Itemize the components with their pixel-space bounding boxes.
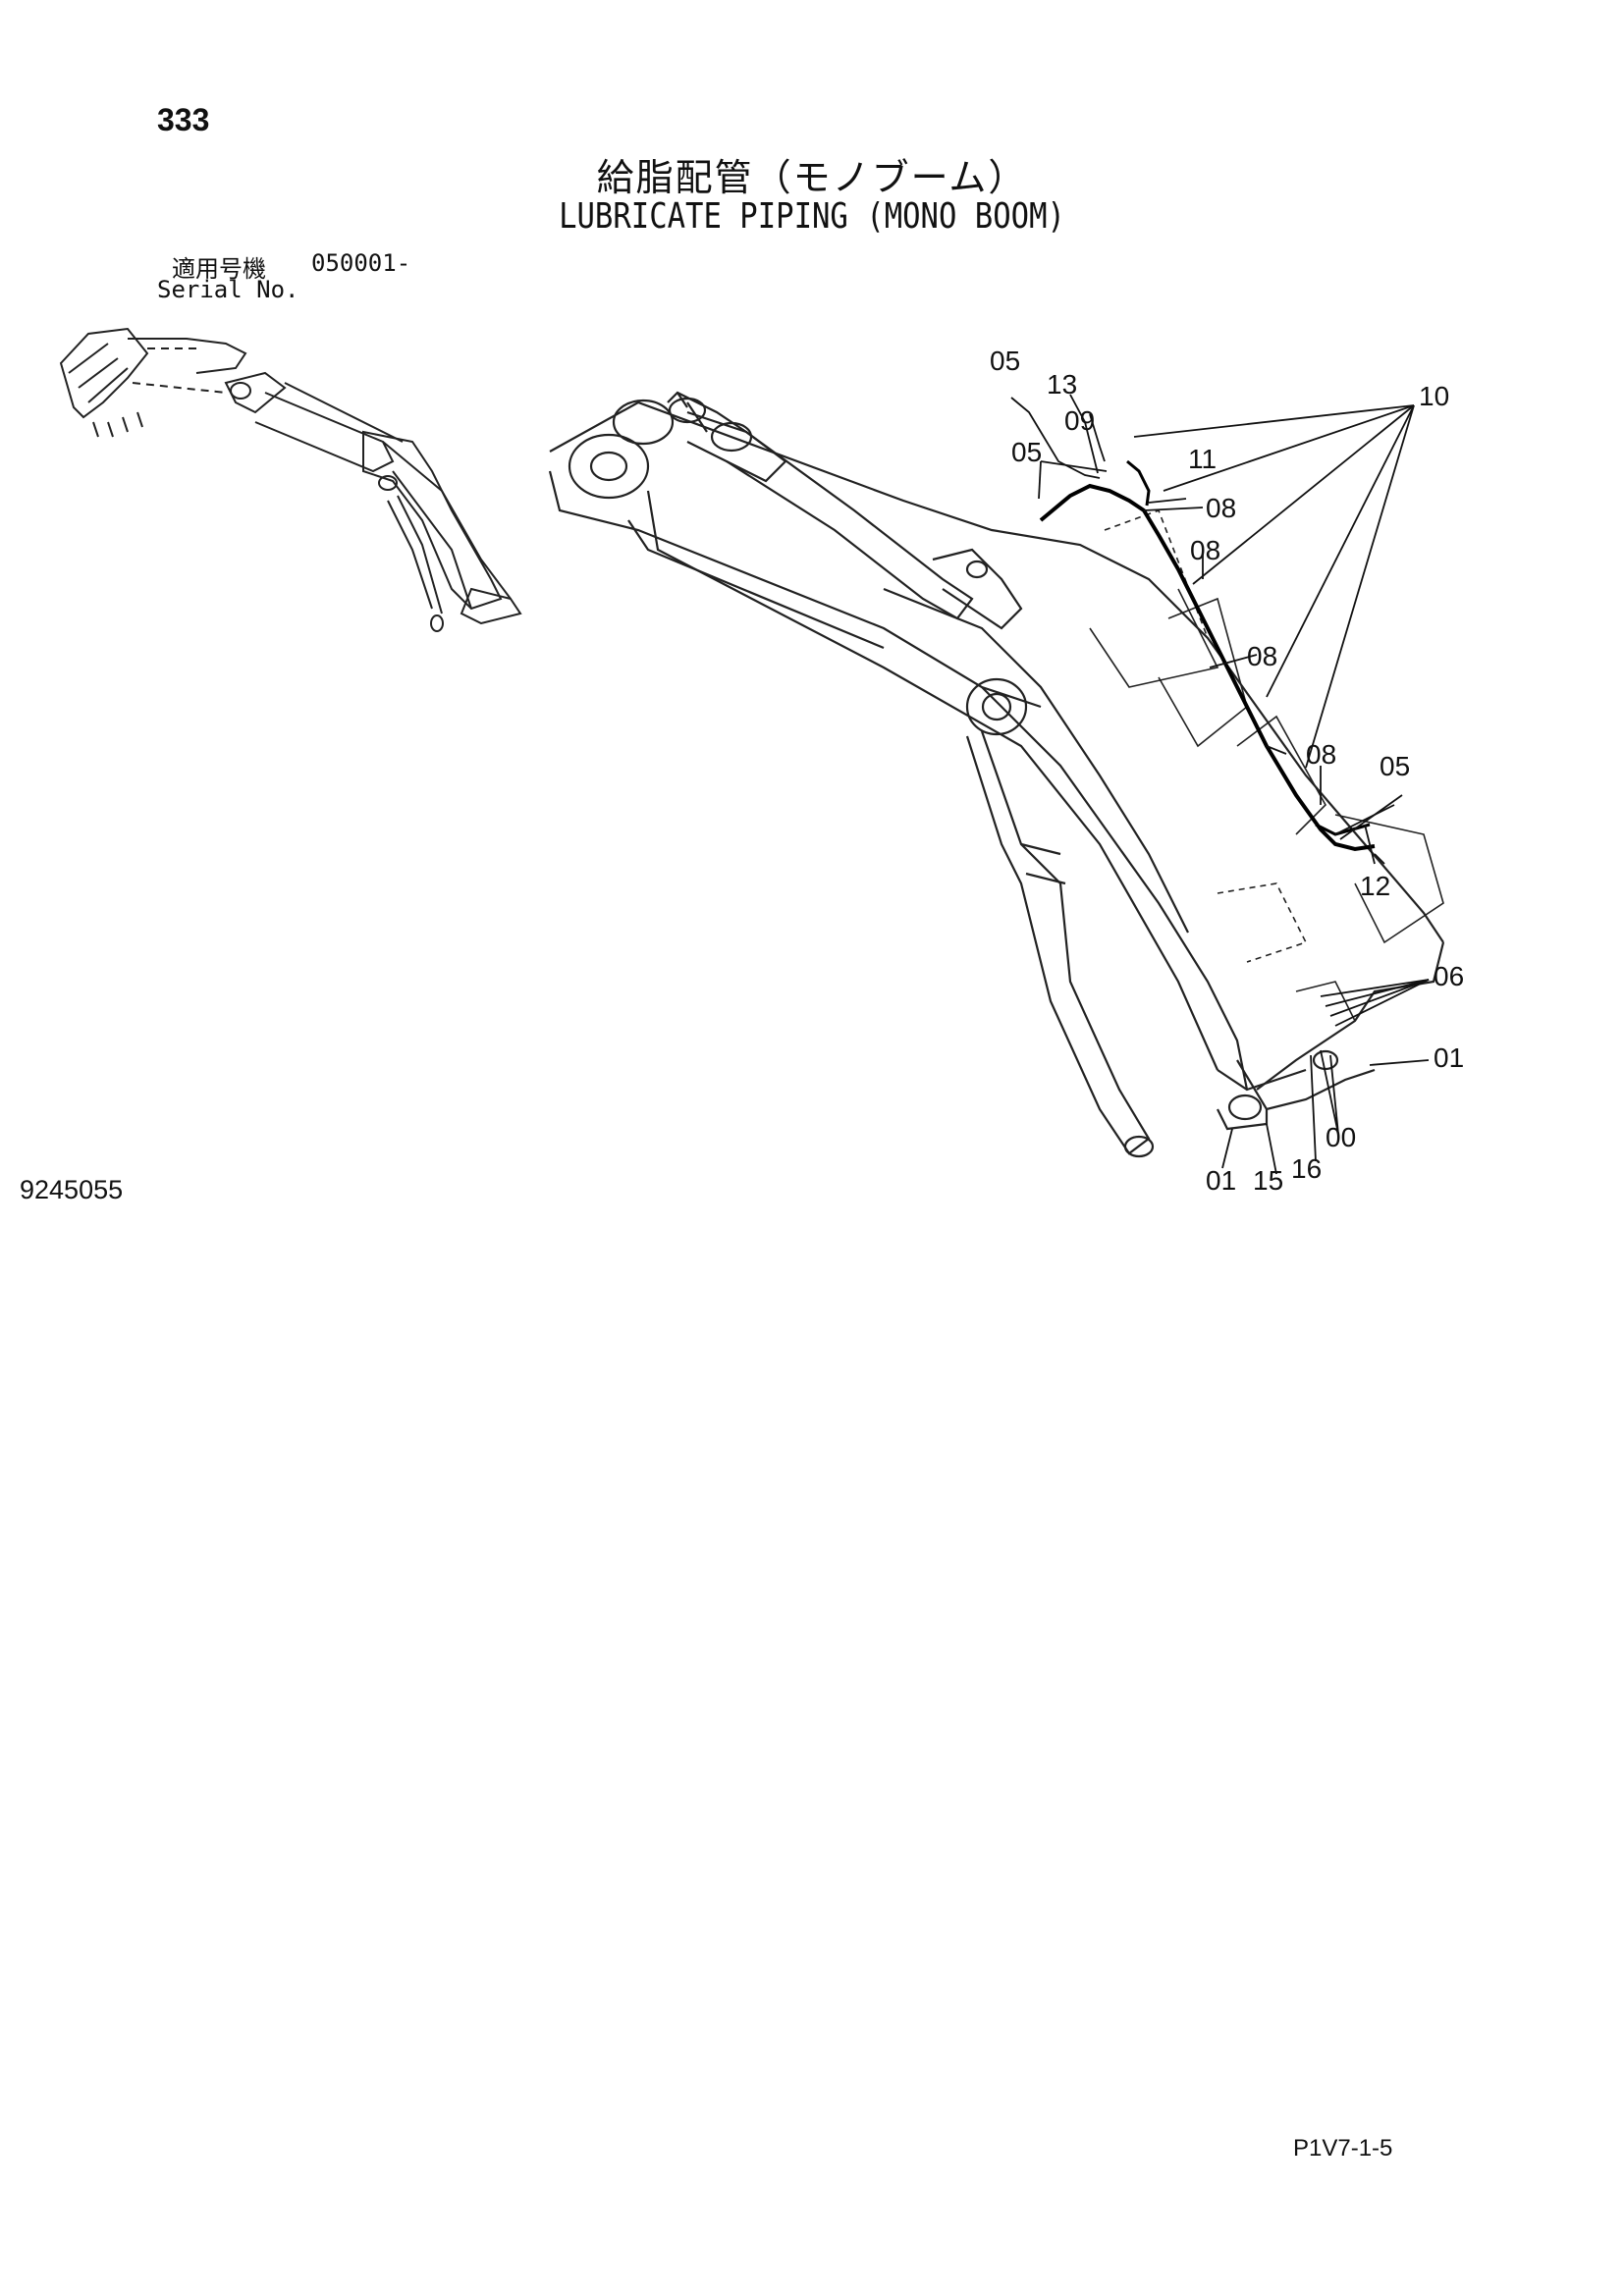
callout-00: 00 <box>1326 1122 1356 1152</box>
serial-label-english: Serial No. <box>157 276 299 303</box>
drawing-number: 9245055 <box>20 1175 124 1204</box>
title-english: LUBRICATE PIPING (MONO BOOM) <box>559 196 1065 237</box>
leader-lines <box>1010 394 1430 1175</box>
page-code: P1V7-1-5 <box>1293 2135 1393 2162</box>
callout-08-d: 08 <box>1306 739 1336 770</box>
callout-16: 16 <box>1291 1153 1322 1184</box>
serial-number-value: 050001- <box>311 249 411 277</box>
callout-08-a: 08 <box>1206 493 1236 523</box>
callout-01-left: 01 <box>1206 1165 1236 1196</box>
callout-06: 06 <box>1434 961 1464 991</box>
callout-11: 11 <box>1188 444 1217 474</box>
callout-05-top: 05 <box>990 346 1020 376</box>
callout-09: 09 <box>1064 405 1095 436</box>
callout-12: 12 <box>1360 871 1390 901</box>
callout-01-right: 01 <box>1434 1042 1464 1073</box>
serial-label-japanese: 適用号機 <box>172 255 266 283</box>
callout-13: 13 <box>1047 369 1077 400</box>
callout-08-b: 08 <box>1190 535 1220 565</box>
callout-15: 15 <box>1253 1165 1283 1196</box>
page-number: 333 <box>157 102 210 137</box>
title-japanese: 給脂配管（モノブーム） <box>596 156 1028 199</box>
callout-10: 10 <box>1419 381 1449 411</box>
mono-boom-drawing <box>548 391 1445 1158</box>
callout-08-c: 08 <box>1247 641 1277 671</box>
callout-05-right: 05 <box>1380 751 1410 781</box>
callout-labels: 05 13 09 05 11 10 08 08 08 08 05 12 06 0… <box>990 346 1464 1196</box>
callout-05-mid: 05 <box>1011 437 1042 467</box>
overview-arm-thumbnail <box>59 327 522 632</box>
